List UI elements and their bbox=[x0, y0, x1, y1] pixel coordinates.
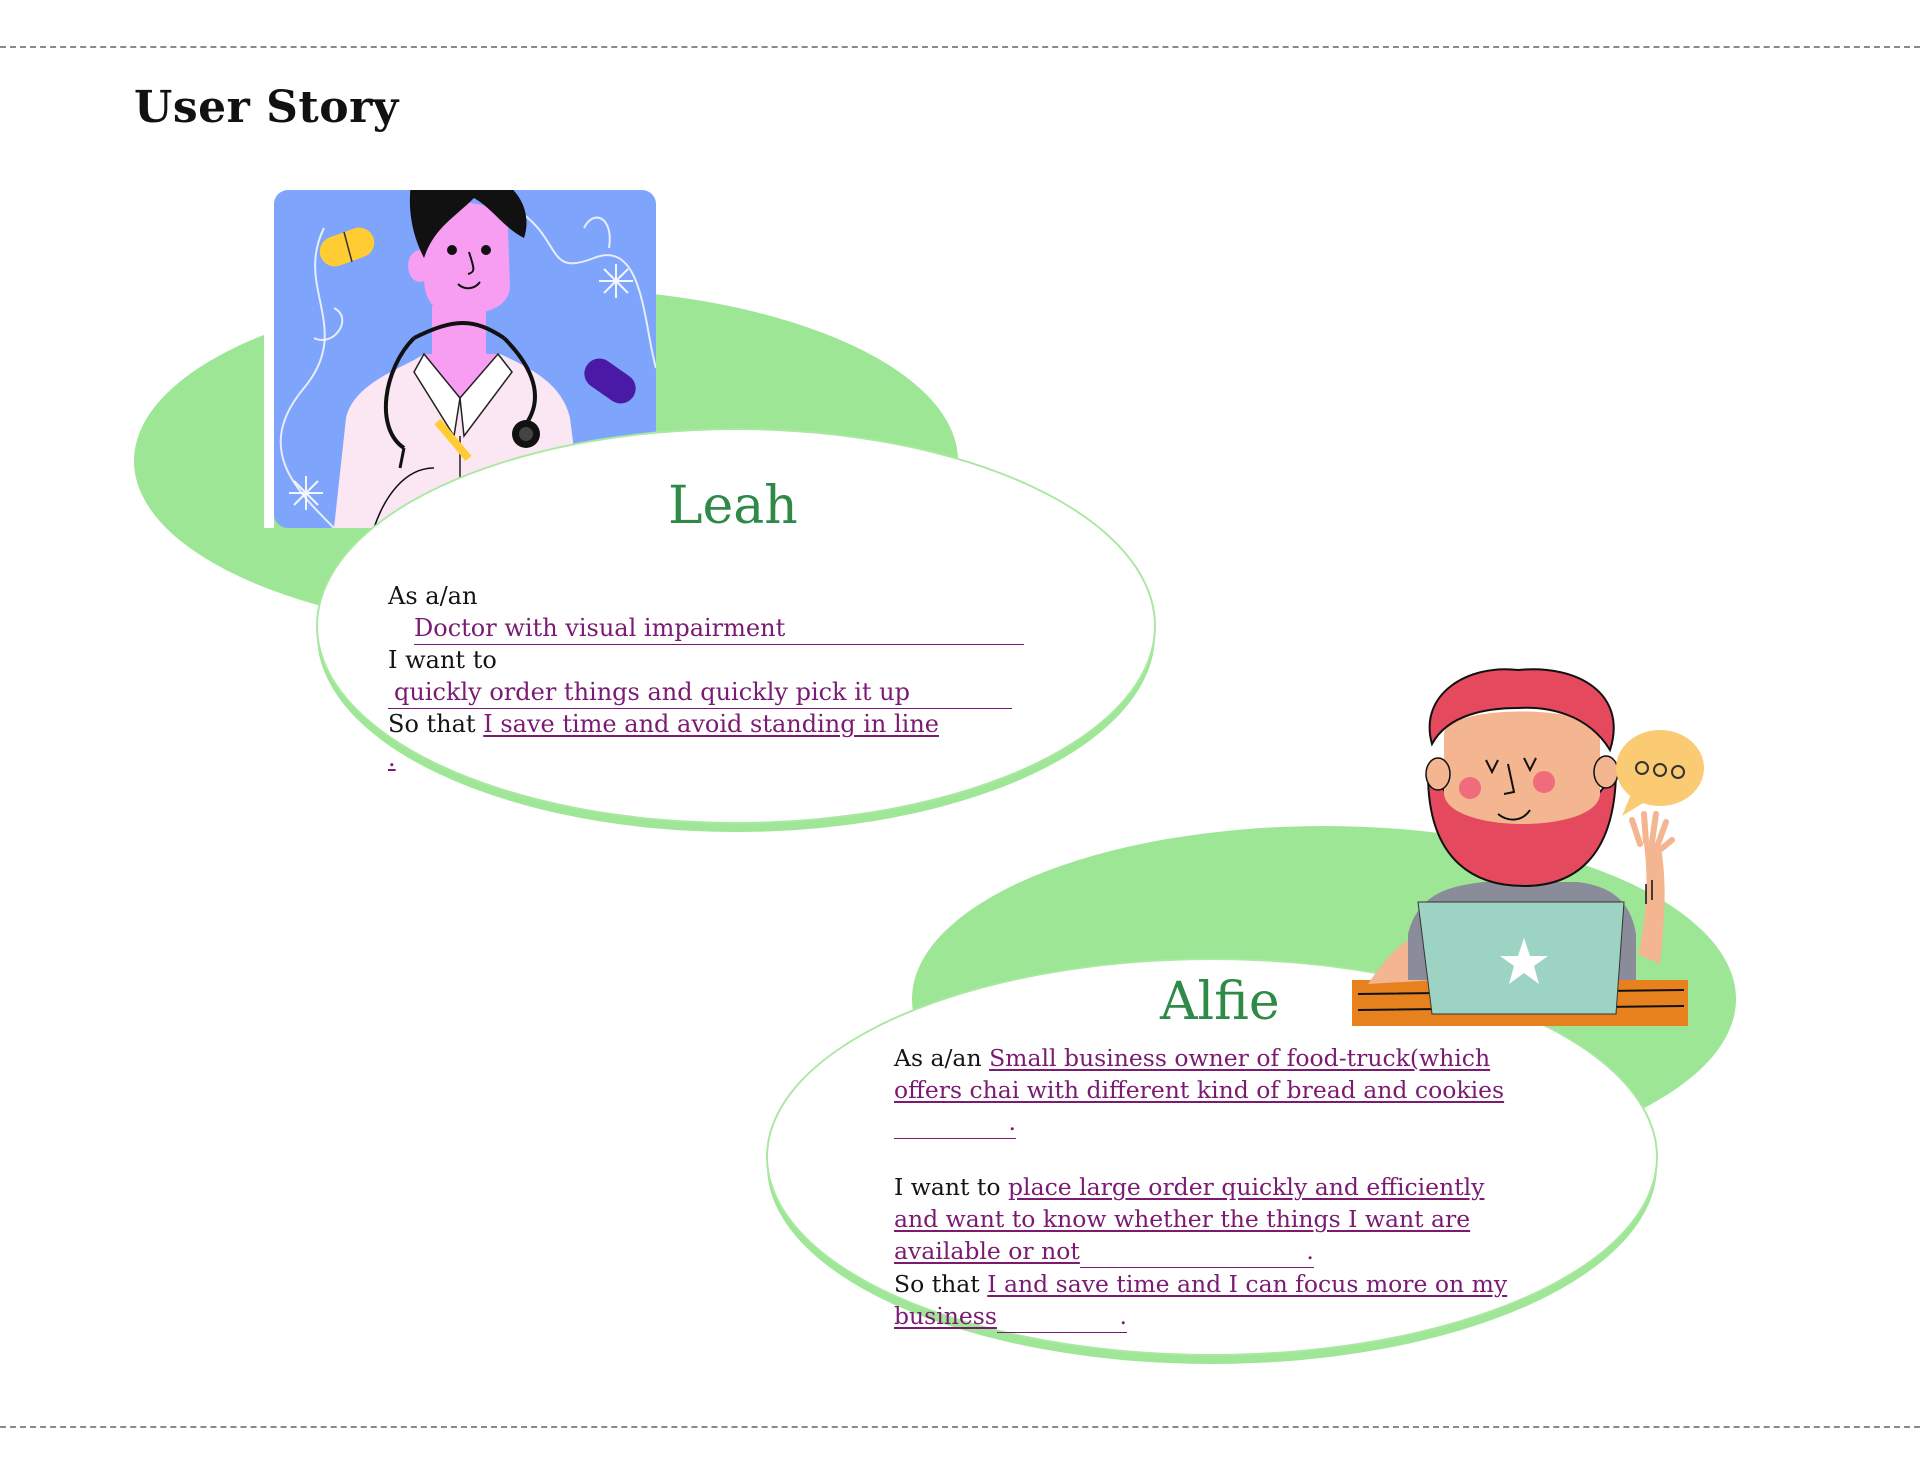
bottom-dashed-divider bbox=[0, 1426, 1920, 1428]
want-end: . bbox=[1079, 1235, 1314, 1268]
as-end: . bbox=[894, 1106, 1016, 1139]
alfie-want-line: I want to place large order quickly and … bbox=[894, 1171, 1534, 1268]
alfie-so-line: So that I and save time and I can focus … bbox=[894, 1268, 1534, 1333]
speech-bubble-icon bbox=[1612, 728, 1708, 818]
persona-name-leah: Leah bbox=[668, 476, 798, 536]
leah-end-mark: . bbox=[388, 744, 396, 772]
as-value: Small business owner of food-truck(which… bbox=[894, 1044, 1505, 1104]
want-label: I want to bbox=[894, 1173, 1001, 1201]
want-value: place large order quickly and efficientl… bbox=[894, 1173, 1485, 1265]
want-label: I want to bbox=[388, 646, 497, 674]
top-dashed-divider bbox=[0, 46, 1920, 48]
so-label: So that bbox=[388, 710, 476, 738]
leah-want-line: I want toquickly order things and quickl… bbox=[388, 644, 1108, 709]
pill-icon bbox=[319, 227, 375, 267]
so-value: I save time and avoid standing in line bbox=[483, 710, 939, 738]
so-end: . bbox=[996, 1300, 1127, 1333]
leah-so-line: So that I save time and avoid standing i… bbox=[388, 708, 1108, 740]
leah-as-line: As a/an Doctor with visual impairment bbox=[388, 580, 1108, 645]
as-value: Doctor with visual impairment bbox=[414, 612, 1024, 645]
as-label: As a/an bbox=[894, 1044, 982, 1072]
so-value: I and save time and I can focus more on … bbox=[894, 1270, 1508, 1330]
want-value: quickly order things and quickly pick it… bbox=[388, 676, 1012, 709]
as-label: As a/an bbox=[388, 582, 478, 610]
page-title: User Story bbox=[134, 82, 399, 133]
persona-name-alfie: Alfie bbox=[1160, 972, 1280, 1032]
leah-story-card bbox=[316, 428, 1156, 824]
man-with-laptop-illustration bbox=[1348, 664, 1714, 1034]
star-icon bbox=[1500, 938, 1548, 984]
alfie-story-text: As a/an Small business owner of food-tru… bbox=[894, 1042, 1534, 1333]
alfie-as-line: As a/an Small business owner of food-tru… bbox=[894, 1042, 1534, 1139]
so-label: So that bbox=[894, 1270, 980, 1298]
sparkle-icon bbox=[599, 264, 633, 298]
